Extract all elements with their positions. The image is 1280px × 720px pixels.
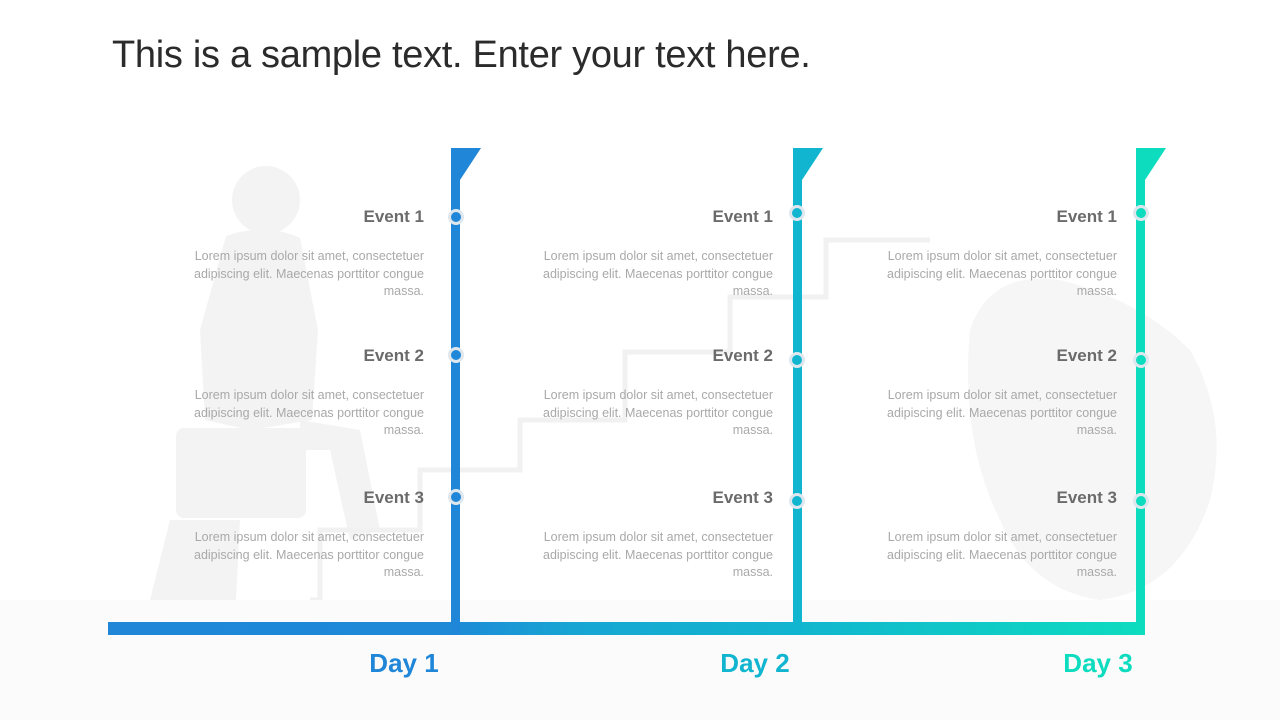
day1-pole [451,148,481,635]
timeline-baseline [108,622,1145,635]
day1-event1-title[interactable]: Event 1 [363,207,424,226]
marker-dot-icon [448,489,464,505]
day2-event3-title[interactable]: Event 3 [712,488,773,507]
marker-dot-icon [448,347,464,363]
day3-event1-title[interactable]: Event 1 [1056,207,1117,226]
businessman-silhouette-icon [150,166,380,600]
day3-event2-title[interactable]: Event 2 [1056,346,1117,365]
day1-event2-desc[interactable]: Lorem ipsum dolor sit amet, consectetuer… [194,388,424,437]
event-markers [448,205,1149,509]
flag-icon [1136,148,1166,180]
day3-pole [1136,148,1166,635]
marker-dot-icon [789,205,805,221]
marker-dot-icon [1133,205,1149,221]
marker-dot-icon [448,209,464,225]
hand-silhouette-icon [968,278,1217,600]
flag-icon [451,148,481,180]
day2-label[interactable]: Day 2 [720,648,790,678]
day1-event3-title[interactable]: Event 3 [363,488,424,507]
day3-event3-title[interactable]: Event 3 [1056,488,1117,507]
slide-title[interactable]: This is a sample text. Enter your text h… [112,34,811,76]
day1-event3-desc[interactable]: Lorem ipsum dolor sit amet, consectetuer… [194,530,424,579]
day2-pole [793,148,823,635]
marker-dot-icon [1133,493,1149,509]
day1-event2-title[interactable]: Event 2 [363,346,424,365]
day2-event2-desc[interactable]: Lorem ipsum dolor sit amet, consectetuer… [543,388,773,437]
day2-event1-title[interactable]: Event 1 [712,207,773,226]
day1-event1-desc[interactable]: Lorem ipsum dolor sit amet, consectetuer… [194,249,424,298]
day3-event3-desc[interactable]: Lorem ipsum dolor sit amet, consectetuer… [887,530,1117,579]
day3-event1-desc[interactable]: Lorem ipsum dolor sit amet, consectetuer… [887,249,1117,298]
day3-event2-desc[interactable]: Lorem ipsum dolor sit amet, consectetuer… [887,388,1117,437]
day3-label[interactable]: Day 3 [1063,648,1133,678]
marker-dot-icon [789,352,805,368]
marker-dot-icon [789,493,805,509]
day2-event1-desc[interactable]: Lorem ipsum dolor sit amet, consectetuer… [543,249,773,298]
day2-event3-desc[interactable]: Lorem ipsum dolor sit amet, consectetuer… [543,530,773,579]
marker-dot-icon [1133,352,1149,368]
stairs-outline-icon [310,237,930,603]
day2-event2-title[interactable]: Event 2 [712,346,773,365]
flag-icon [793,148,823,180]
day1-label[interactable]: Day 1 [369,648,439,678]
